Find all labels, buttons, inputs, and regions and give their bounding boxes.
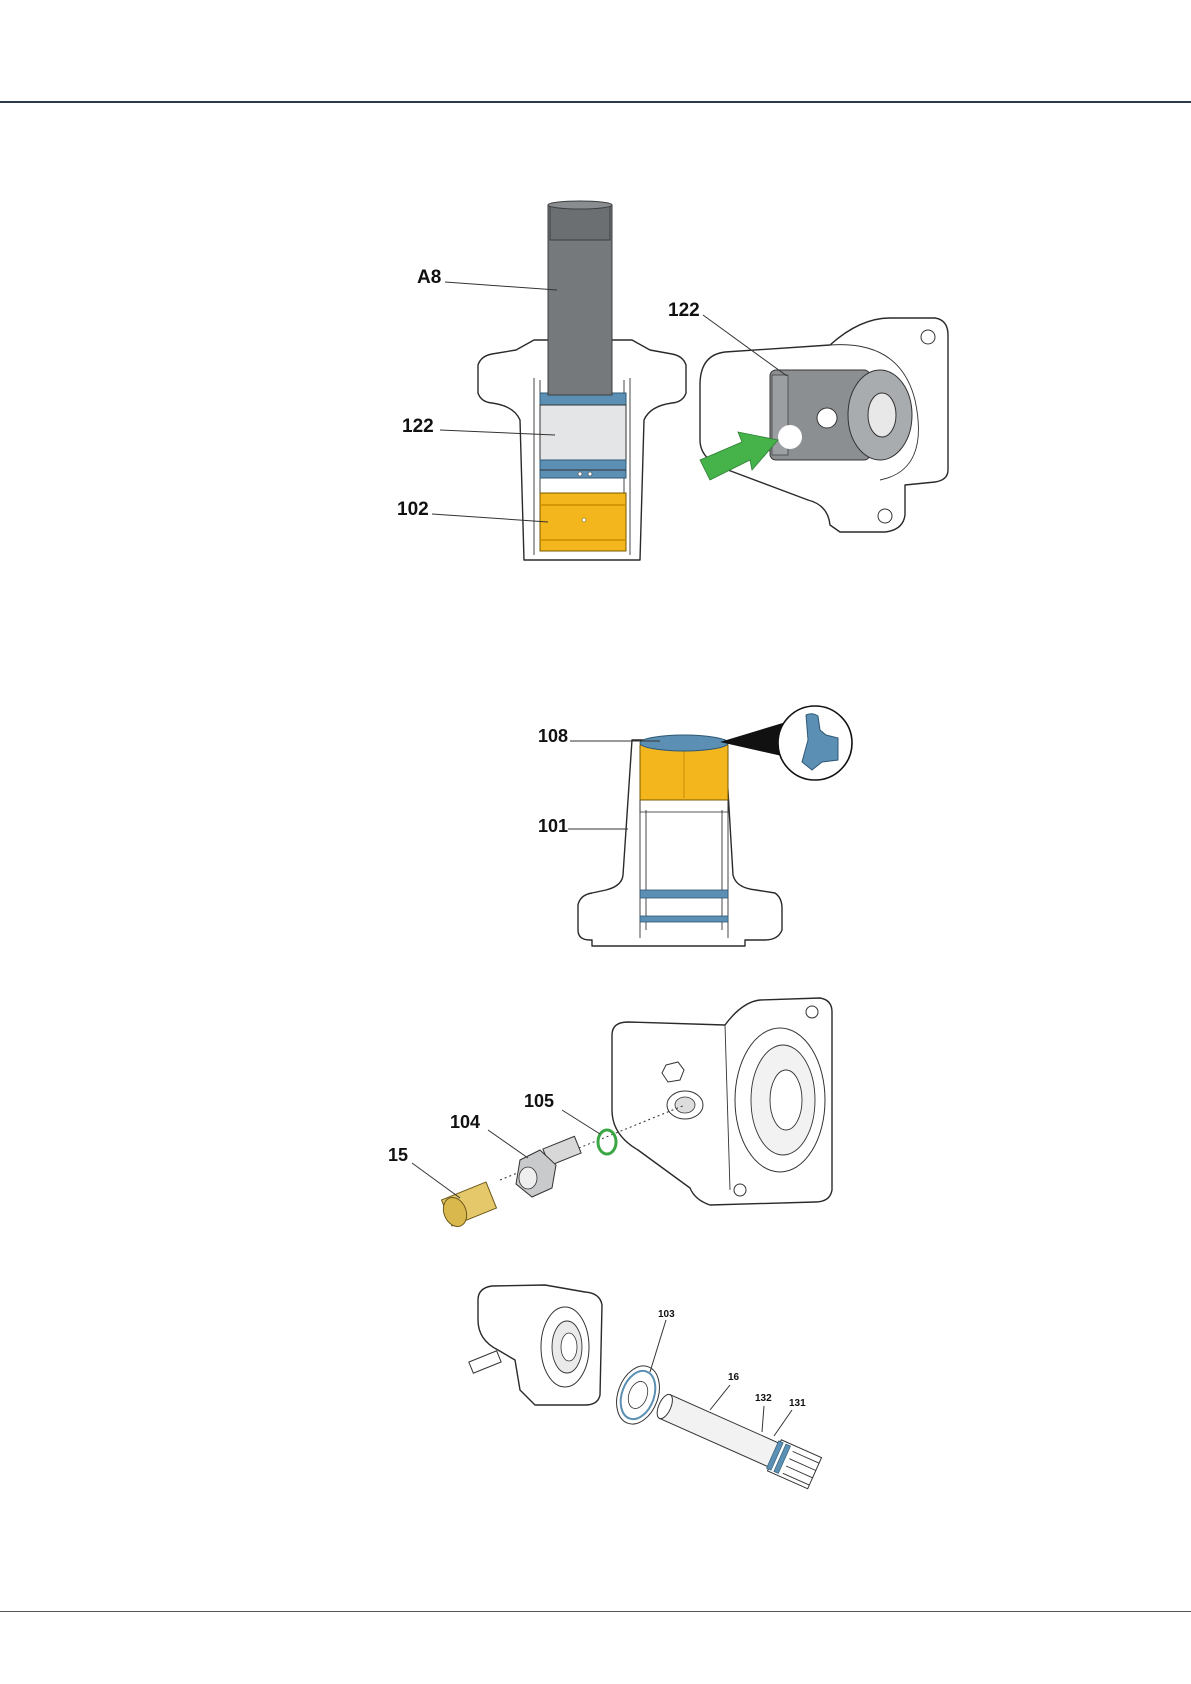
- label-15: 15: [388, 1145, 408, 1165]
- label-101: 101: [538, 816, 568, 836]
- wiper-seal: [640, 735, 728, 751]
- label-16: 16: [728, 1372, 740, 1383]
- figure-2-section-view: [568, 706, 852, 946]
- figure-1-section-view: [432, 201, 686, 560]
- label-132: 132: [755, 1393, 772, 1404]
- fitting-104: [516, 1136, 581, 1197]
- figure-1-detail-view: [700, 315, 948, 532]
- label-131: 131: [789, 1398, 806, 1409]
- label-105: 105: [524, 1091, 554, 1111]
- label-122-detail: 122: [668, 300, 700, 321]
- figure-4-exploded-view: [469, 1285, 822, 1489]
- label-103: 103: [658, 1309, 675, 1320]
- label-a8: A8: [417, 267, 441, 288]
- label-108: 108: [538, 726, 568, 746]
- label-102: 102: [397, 499, 429, 520]
- o-ring-105: [598, 1130, 616, 1154]
- label-122-section: 122: [402, 416, 434, 437]
- seal-sleeve: [540, 405, 626, 460]
- lower-seal-ring: [540, 460, 626, 478]
- label-104: 104: [450, 1112, 480, 1132]
